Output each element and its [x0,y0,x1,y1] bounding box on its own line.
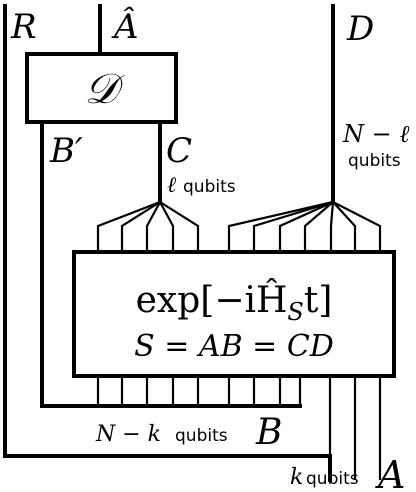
evolution-box [72,250,396,378]
label-n-minus-ell-symbol: N − ℓ [342,120,409,148]
label-b: B [255,412,282,453]
label-a: A [375,453,405,492]
wire-b-prime [40,120,302,408]
label-b-prime: B′ [49,131,83,171]
label-c: C [166,131,192,171]
label-r: R [10,7,37,47]
label-ell-symbol: ℓ [167,173,177,198]
label-ell-word: qubits [183,177,236,197]
label-n-minus-ell-word: qubits [348,151,401,171]
fan-c [96,200,200,252]
label-k-word: qubits [306,469,359,489]
decoder-box [25,52,178,124]
label-a-hat: Â [111,6,139,47]
partition-equation: S = AB = CD [134,329,334,364]
label-n-minus-k-word: qubits [175,426,228,446]
label-k-symbol: k [290,465,303,490]
evolution-operator: exp[−iĤSt] [136,279,333,326]
fan-d [227,200,382,252]
label-d: D [346,9,374,49]
out-a [328,376,382,480]
label-n-minus-k-symbol: N − k [95,422,161,447]
out-b [96,376,302,406]
